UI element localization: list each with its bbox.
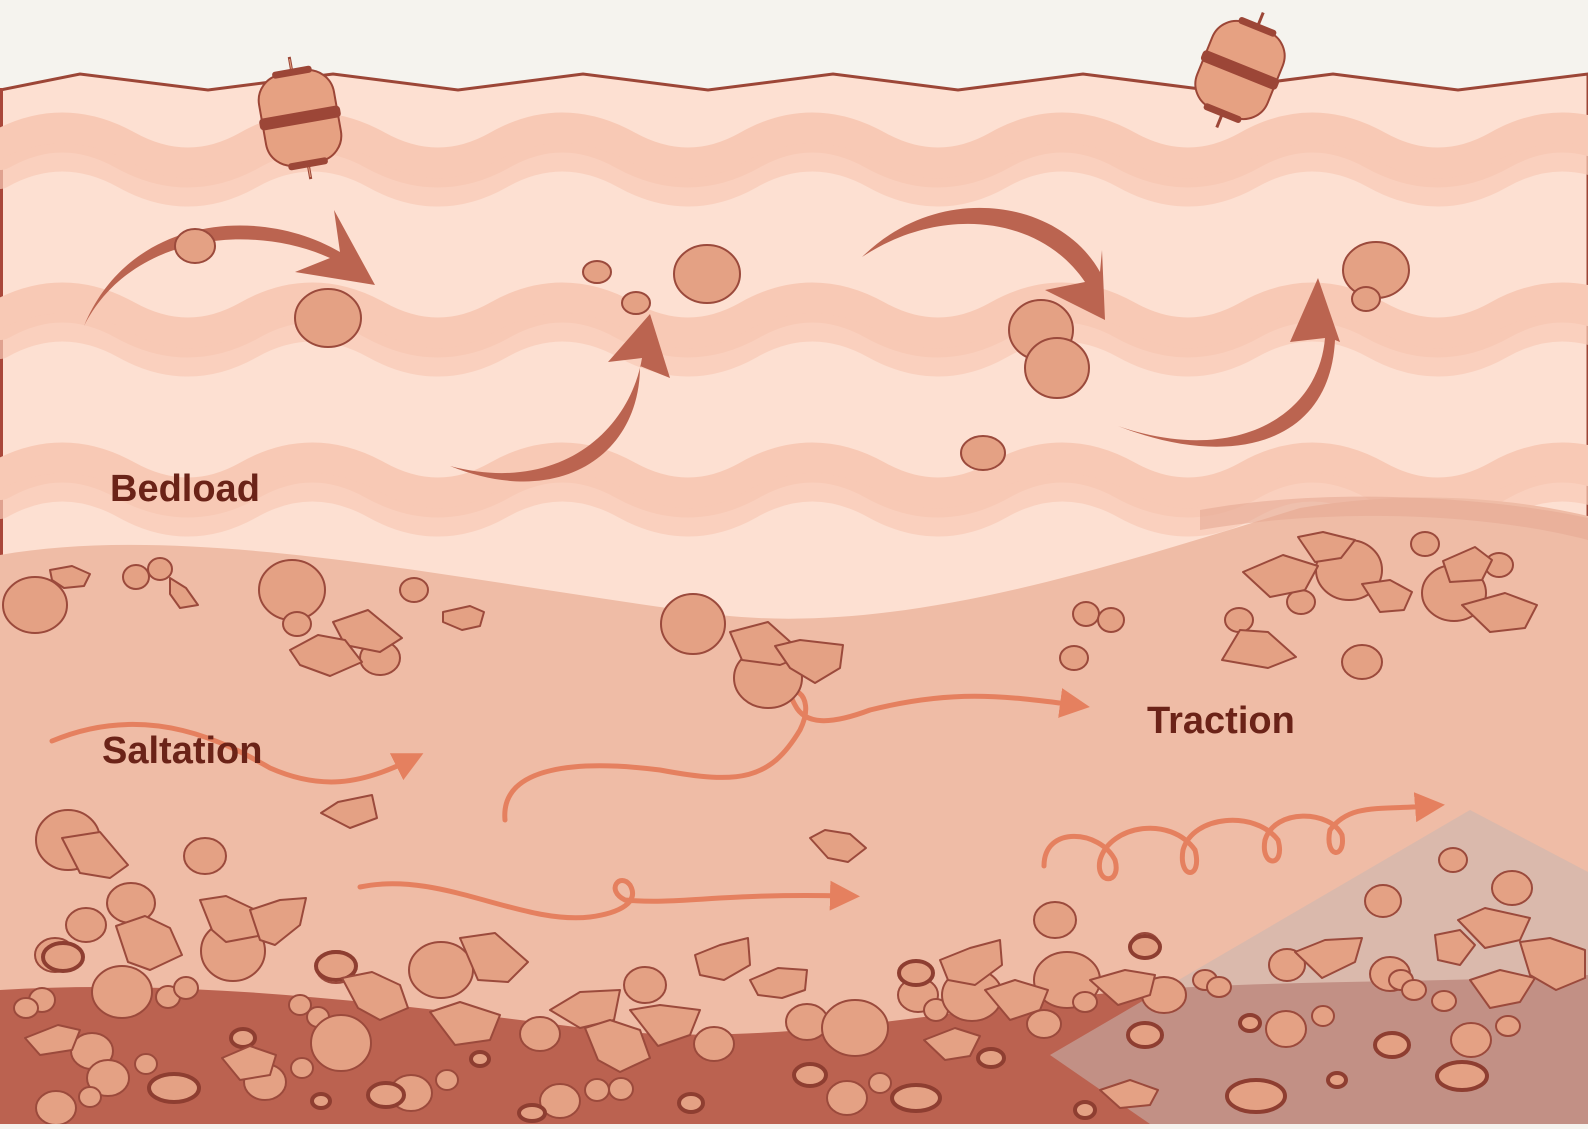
pebble-icon [1432, 991, 1456, 1011]
pebble-icon [661, 594, 725, 654]
pebble-icon [311, 1015, 371, 1071]
pebble-icon [1060, 646, 1088, 670]
pebble-icon [1437, 1062, 1487, 1090]
pebble-icon [295, 289, 361, 347]
pebble-icon [1439, 848, 1467, 872]
pebble-icon [1352, 287, 1380, 311]
pebble-icon [1128, 1023, 1162, 1047]
pebble-icon [79, 1087, 101, 1107]
pebble-icon [312, 1094, 330, 1108]
pebble-icon [583, 261, 611, 283]
pebble-icon [283, 612, 311, 636]
pebble-icon [3, 577, 67, 633]
pebble-icon [1073, 992, 1097, 1012]
pebble-icon [679, 1094, 703, 1112]
pebble-icon [43, 943, 83, 971]
pebble-icon [149, 1074, 199, 1102]
pebble-icon [899, 961, 933, 985]
traction-label: Traction [1147, 702, 1295, 740]
pebble-icon [231, 1029, 255, 1047]
pebble-icon [1027, 1010, 1061, 1038]
pebble-icon [1328, 1073, 1346, 1087]
bedload-label: Bedload [110, 470, 260, 508]
pebble-icon [624, 967, 666, 1003]
pebble-icon [1496, 1016, 1520, 1036]
pebble-icon [978, 1049, 1004, 1067]
pebble-icon [135, 1054, 157, 1074]
pebble-icon [471, 1052, 489, 1066]
saltation-label: Saltation [102, 732, 262, 770]
pebble-icon [400, 578, 428, 602]
pebble-icon [827, 1081, 867, 1115]
pebble-icon [1225, 608, 1253, 632]
pebble-icon [694, 1027, 734, 1061]
pebble-icon [1227, 1080, 1285, 1112]
pebble-icon [1240, 1015, 1260, 1031]
pebble-icon [1075, 1102, 1095, 1118]
pebble-icon [1411, 532, 1439, 556]
pebble-icon [520, 1017, 560, 1051]
pebble-icon [259, 560, 325, 620]
pebble-icon [961, 436, 1005, 470]
pebble-icon [1492, 871, 1532, 905]
pebble-icon [892, 1085, 940, 1111]
pebble-icon [148, 558, 172, 580]
pebble-icon [869, 1073, 891, 1093]
pebble-icon [822, 1000, 888, 1056]
pebble-icon [1034, 902, 1076, 938]
pebble-icon [1207, 977, 1231, 997]
pebble-icon [1098, 608, 1124, 632]
pebble-icon [1402, 980, 1426, 1000]
pebble-icon [794, 1064, 826, 1086]
pebble-icon [1073, 602, 1099, 626]
pebble-icon [585, 1079, 609, 1101]
pebble-icon [674, 245, 740, 303]
pebble-icon [174, 977, 198, 999]
pebble-icon [1365, 885, 1401, 917]
pebble-icon [436, 1070, 458, 1090]
pebble-icon [622, 292, 650, 314]
pebble-icon [609, 1078, 633, 1100]
pebble-icon [291, 1058, 313, 1078]
pebble-icon [1451, 1023, 1491, 1057]
pebble-icon [1375, 1033, 1409, 1057]
pebble-icon [1025, 338, 1089, 398]
pebble-icon [368, 1083, 404, 1107]
pebble-icon [66, 908, 106, 942]
pebble-icon [36, 1091, 76, 1124]
pebble-icon [175, 229, 215, 263]
pebble-icon [1130, 936, 1160, 958]
pebble-icon [1342, 645, 1382, 679]
pebble-icon [92, 966, 152, 1018]
pebble-icon [123, 565, 149, 589]
pebble-icon [519, 1105, 545, 1121]
pebble-icon [184, 838, 226, 874]
pebble-icon [1312, 1006, 1334, 1026]
pebble-icon [1266, 1011, 1306, 1047]
pebble-icon [409, 942, 473, 998]
pebble-icon [14, 998, 38, 1018]
